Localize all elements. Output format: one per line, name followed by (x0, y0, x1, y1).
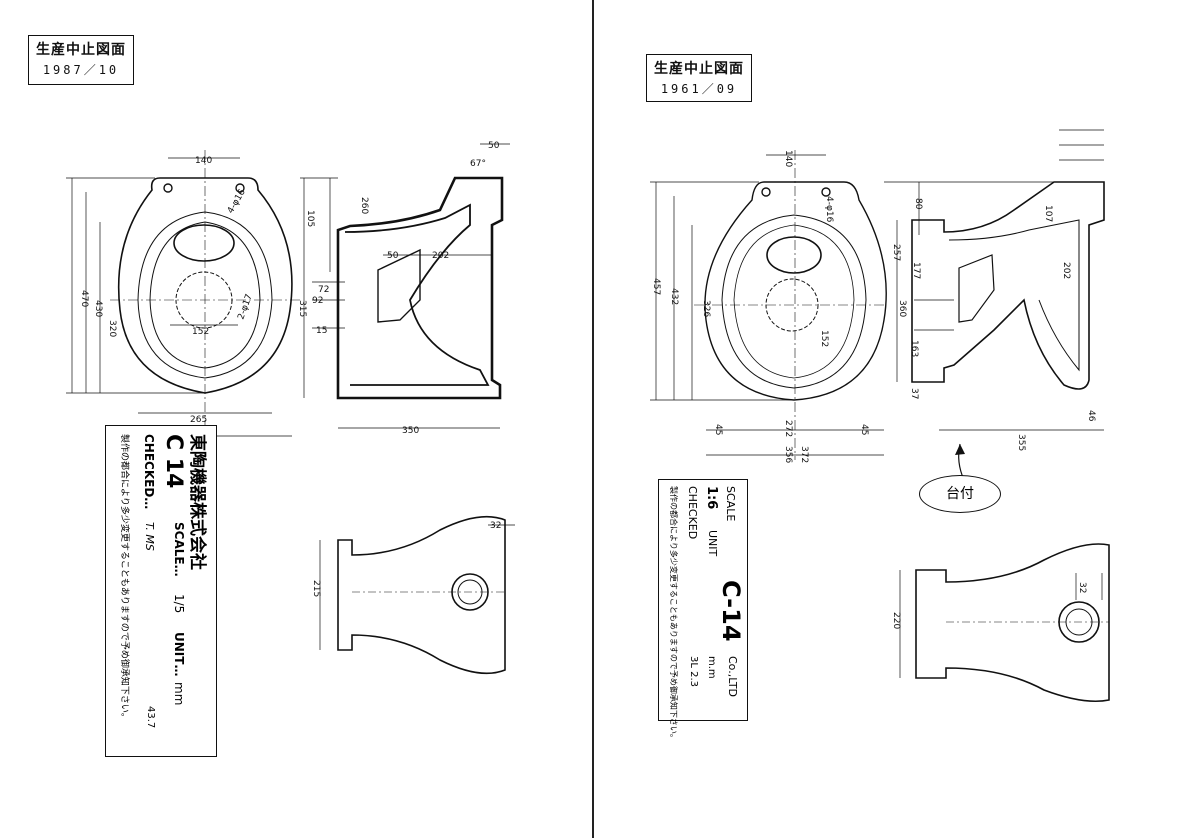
right-title-block: C-14 Co.,LTD SCALE 1:6 UNIT m.m CHECKED … (658, 479, 748, 742)
dim-177: 177 (911, 262, 921, 279)
left-plan-view (66, 150, 300, 440)
dim-265: 265 (190, 415, 207, 425)
dim-355: 355 (1016, 434, 1026, 451)
date-note: 43.7 (145, 706, 156, 729)
left-side-section (300, 143, 510, 429)
production-note: 製作の都合により多少変更することもありますので予め御承知下さい。 (669, 486, 678, 742)
dim-72: 72 (318, 285, 329, 295)
dim-430: 430 (93, 300, 103, 317)
dim-260: 260 (359, 197, 369, 214)
dim-257: 257 (891, 244, 901, 261)
dim-202: 202 (1061, 262, 1071, 279)
checked-label: CHECKED… (142, 434, 156, 510)
date-note: 3L 2.3 (688, 656, 699, 688)
stamp-title: 生産中止図面 (36, 42, 126, 58)
dim-4-phi16: 4-φ16 (226, 187, 248, 215)
dim-140: 140 (195, 156, 212, 166)
dim-46: 46 (1086, 410, 1096, 422)
dim-80: 80 (913, 198, 923, 210)
dim-45-right: 45 (859, 424, 869, 435)
company-ltd: Co.,LTD (726, 656, 739, 698)
left-title-block: 東陶機器株式会社 C 14 SCALE… 1/5 UNIT… mm CHECKE… (105, 425, 217, 757)
stamp-title: 生産中止図面 (654, 61, 744, 77)
unit-label: UNIT… (172, 632, 186, 677)
dim-202: 202 (432, 251, 449, 261)
right-side-section (884, 129, 1105, 481)
drawing-code: C 14 (161, 434, 186, 489)
unit-value: m.m (706, 656, 717, 679)
dim-50-inner: 50 (387, 251, 399, 261)
stamp-date: 1987／10 (42, 63, 120, 77)
dim-105: 105 (305, 210, 315, 227)
dim-50-top: 50 (488, 141, 500, 151)
dim-4-phi16: 4-φ16 (824, 196, 834, 223)
checked-value: T. MS (143, 522, 156, 551)
production-note: 製作の都合により多少変更することもありますので予め御承知下さい。 (119, 434, 129, 722)
page-divider (592, 0, 594, 838)
dim-470: 470 (79, 290, 89, 307)
dim-37: 37 (909, 388, 919, 399)
dim-163: 163 (909, 340, 919, 357)
dim-107: 107 (1043, 205, 1053, 222)
unit-value: mm (172, 682, 186, 706)
dim-356: 356 (783, 446, 793, 463)
dim-140: 140 (783, 150, 793, 167)
dim-350: 350 (402, 426, 419, 436)
dim-152: 152 (192, 327, 209, 337)
dim-152: 152 (819, 330, 829, 347)
dim-67-deg: 67° (470, 159, 486, 169)
dim-215: 215 (311, 580, 321, 597)
dim-432: 432 (669, 288, 679, 305)
dim-15: 15 (316, 326, 327, 336)
scale-value: 1:6 (704, 486, 719, 510)
dim-92: 92 (312, 296, 323, 306)
scale-label: SCALE (724, 486, 737, 522)
left-bottom-view (319, 515, 515, 675)
right-page: 生産中止図面 1961／09 140 4-φ16 457 432 32 (594, 0, 1187, 838)
callout-text: 台付 (946, 486, 974, 502)
dim-457: 457 (651, 278, 661, 295)
stamp-date: 1961／09 (660, 82, 738, 96)
discontinued-stamp-right: 生産中止図面 1961／09 (646, 54, 752, 102)
discontinued-stamp-left: 生産中止図面 1987／10 (28, 35, 134, 85)
dim-32: 32 (1077, 582, 1087, 593)
base-mounted-callout: 台付 (919, 475, 1001, 513)
dim-2-phi17: 2-φ17 (236, 293, 254, 321)
scale-value: 1/5 (172, 594, 186, 614)
dim-45-left: 45 (713, 424, 723, 435)
company-name: 東陶機器株式会社 (187, 434, 207, 570)
right-bottom-view (899, 543, 1110, 703)
right-plan-view (650, 150, 887, 460)
dim-220: 220 (891, 612, 901, 629)
left-drawing: 140 4-φ16 320 430 470 152 2-φ17 265 355 … (66, 141, 515, 675)
drawing-code: C-14 (717, 580, 745, 642)
dim-360: 360 (897, 300, 907, 317)
scale-label: SCALE… (172, 522, 186, 577)
unit-label: UNIT (706, 530, 719, 557)
dim-272: 272 (783, 420, 793, 437)
dim-32: 32 (490, 521, 501, 531)
checked-label: CHECKED (686, 486, 699, 540)
dim-315: 315 (297, 300, 307, 317)
dim-326: 326 (701, 300, 711, 317)
left-page: 生産中止図面 1987／10 140 4-φ16 320 430 (0, 0, 592, 838)
dim-320: 320 (107, 320, 117, 337)
right-drawing: 140 4-φ16 457 432 326 152 45 272 45 356 … (650, 129, 1110, 703)
dim-372: 372 (799, 446, 809, 463)
